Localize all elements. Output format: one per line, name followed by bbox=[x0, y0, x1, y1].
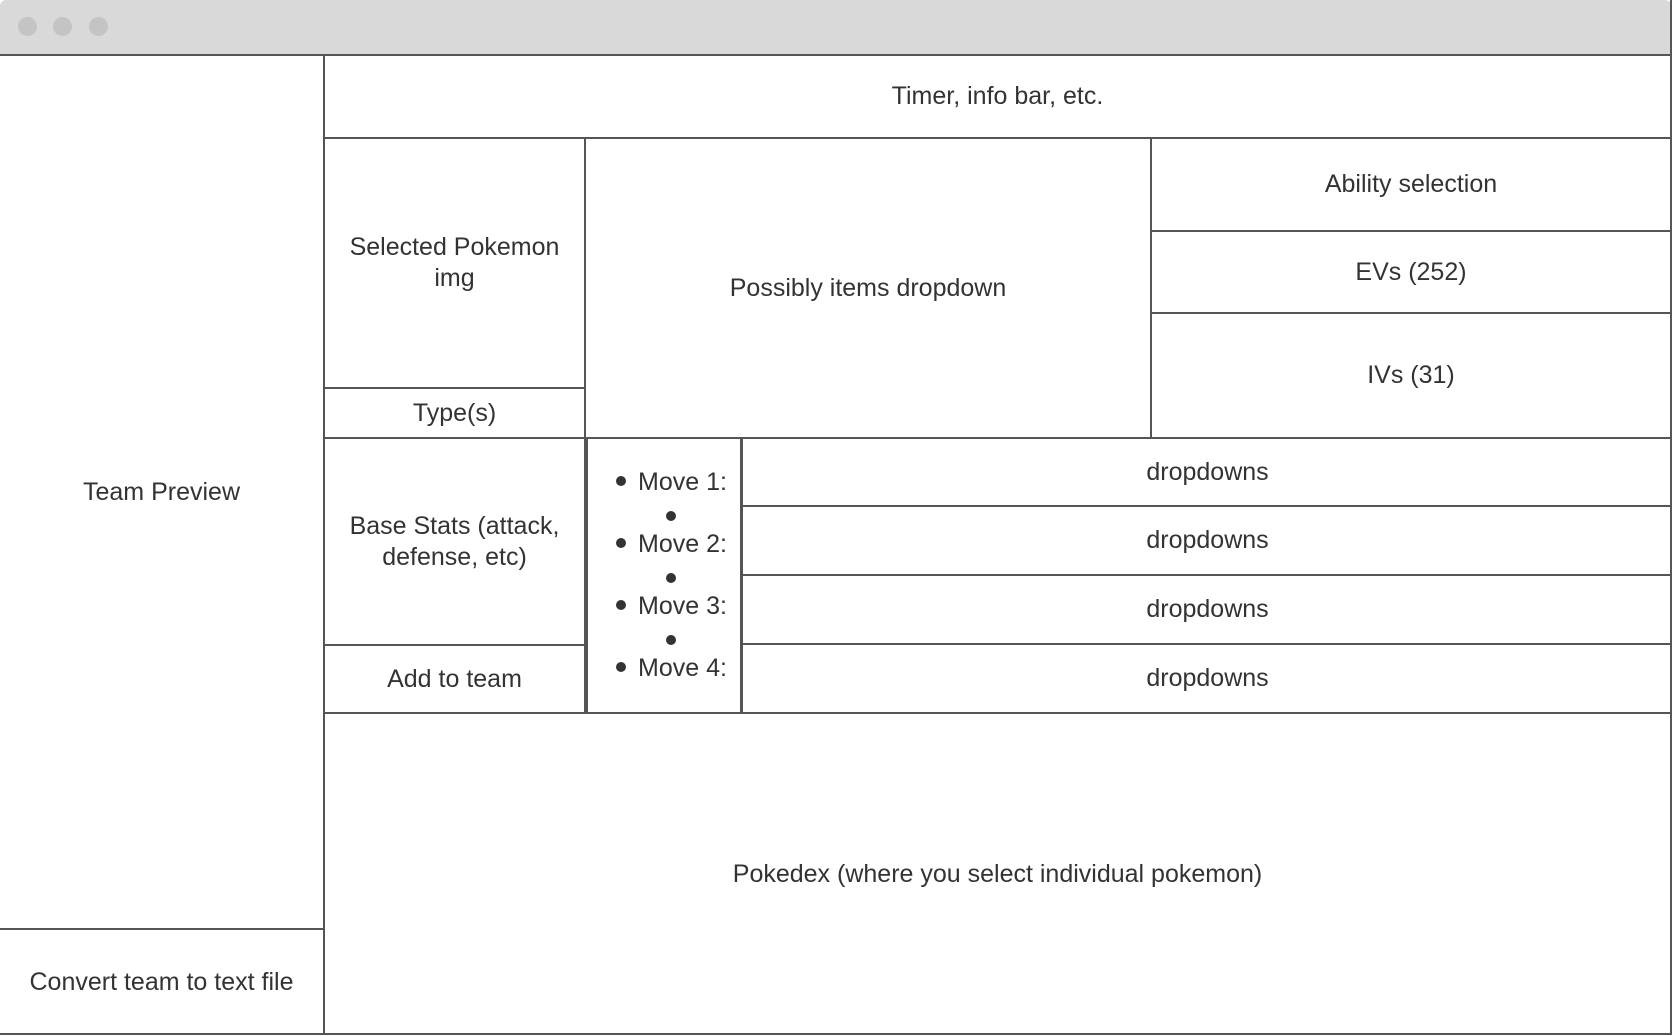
selected-pokemon-image: Selected Pokemon img bbox=[325, 139, 584, 387]
items-dropdown[interactable]: Possibly items dropdown bbox=[586, 139, 1150, 437]
evs-divider bbox=[1150, 312, 1672, 314]
sub-bullet-icon bbox=[666, 511, 676, 521]
bullet-icon bbox=[616, 662, 626, 673]
move-divider-1 bbox=[743, 505, 1672, 507]
team-preview: Team Preview bbox=[0, 56, 323, 928]
pokedex-label: Pokedex (where you select individual pok… bbox=[732, 859, 1263, 888]
bullet-icon bbox=[616, 538, 626, 549]
moves-bottom-divider bbox=[323, 712, 1672, 714]
move-3-dropdown[interactable]: dropdowns bbox=[745, 576, 1670, 643]
team-preview-label: Team Preview bbox=[83, 477, 240, 506]
move-2-dropdown[interactable]: dropdowns bbox=[745, 507, 1670, 574]
sidebar-divider bbox=[323, 54, 325, 1034]
base-stats-label: Base Stats (attack, defense, etc) bbox=[349, 511, 560, 571]
move-4: Move 4: bbox=[616, 654, 727, 683]
move-divider-2 bbox=[743, 574, 1672, 576]
move-1-dropdown-label: dropdowns bbox=[1146, 457, 1269, 486]
move-1-dropdown[interactable]: dropdowns bbox=[745, 439, 1670, 505]
ability-divider bbox=[1150, 230, 1672, 232]
moves-list: Move 1: Move 2: Move 3: Move 4: bbox=[585, 438, 743, 714]
move-4-dropdown-label: dropdowns bbox=[1146, 664, 1269, 692]
header-divider bbox=[323, 137, 1672, 139]
ivs-field[interactable]: IVs (31) bbox=[1152, 314, 1670, 437]
evs-field[interactable]: EVs (252) bbox=[1152, 232, 1670, 312]
move-divider-3 bbox=[743, 643, 1672, 645]
items-dropdown-label: Possibly items dropdown bbox=[729, 273, 1007, 302]
add-to-team-button[interactable]: Add to team bbox=[325, 646, 584, 712]
sidebar-bottom-divider bbox=[0, 928, 325, 930]
close-dot-icon[interactable] bbox=[18, 17, 37, 36]
move-4-dropdown[interactable]: dropdowns bbox=[745, 645, 1670, 712]
move-2-dropdown-label: dropdowns bbox=[1146, 526, 1269, 554]
info-bar-label: Timer, info bar, etc. bbox=[891, 82, 1104, 110]
pokemon-types: Type(s) bbox=[325, 389, 584, 437]
sub-bullet-icon bbox=[666, 573, 676, 583]
ability-selection[interactable]: Ability selection bbox=[1152, 139, 1670, 230]
move-1: Move 1: bbox=[616, 468, 727, 497]
move-3-dropdown-label: dropdowns bbox=[1146, 595, 1269, 623]
bullet-icon bbox=[616, 600, 626, 611]
type-divider bbox=[323, 387, 584, 389]
pokemon-types-label: Type(s) bbox=[412, 398, 497, 427]
bullet-icon bbox=[616, 476, 626, 487]
selected-pokemon-image-label: Selected Pokemon img bbox=[349, 233, 560, 292]
convert-team-button[interactable]: Convert team to text file bbox=[0, 930, 323, 1034]
base-stats: Base Stats (attack, defense, etc) bbox=[325, 439, 584, 644]
move-2-label: Move 2: bbox=[638, 530, 727, 558]
move-4-label: Move 4: bbox=[638, 654, 727, 682]
evs-label: EVs (252) bbox=[1355, 257, 1467, 286]
window-titlebar bbox=[0, 0, 1671, 56]
sub-bullet-icon bbox=[666, 635, 676, 645]
image-column-divider bbox=[584, 137, 586, 439]
convert-team-label: Convert team to text file bbox=[29, 967, 294, 996]
move-1-label: Move 1: bbox=[638, 468, 727, 496]
minimize-dot-icon[interactable] bbox=[53, 17, 72, 36]
ivs-label: IVs (31) bbox=[1367, 361, 1455, 389]
ability-selection-label: Ability selection bbox=[1324, 170, 1498, 198]
maximize-dot-icon[interactable] bbox=[89, 17, 108, 36]
move-3-label: Move 3: bbox=[638, 592, 727, 620]
top-section-divider bbox=[323, 437, 1672, 439]
stats-divider bbox=[323, 644, 585, 646]
add-to-team-label: Add to team bbox=[387, 664, 522, 693]
settings-column-divider bbox=[1150, 137, 1152, 439]
move-2: Move 2: bbox=[616, 530, 727, 559]
info-bar: Timer, info bar, etc. bbox=[325, 56, 1670, 137]
move-3: Move 3: bbox=[616, 592, 727, 621]
pokedex[interactable]: Pokedex (where you select individual pok… bbox=[325, 714, 1670, 1034]
